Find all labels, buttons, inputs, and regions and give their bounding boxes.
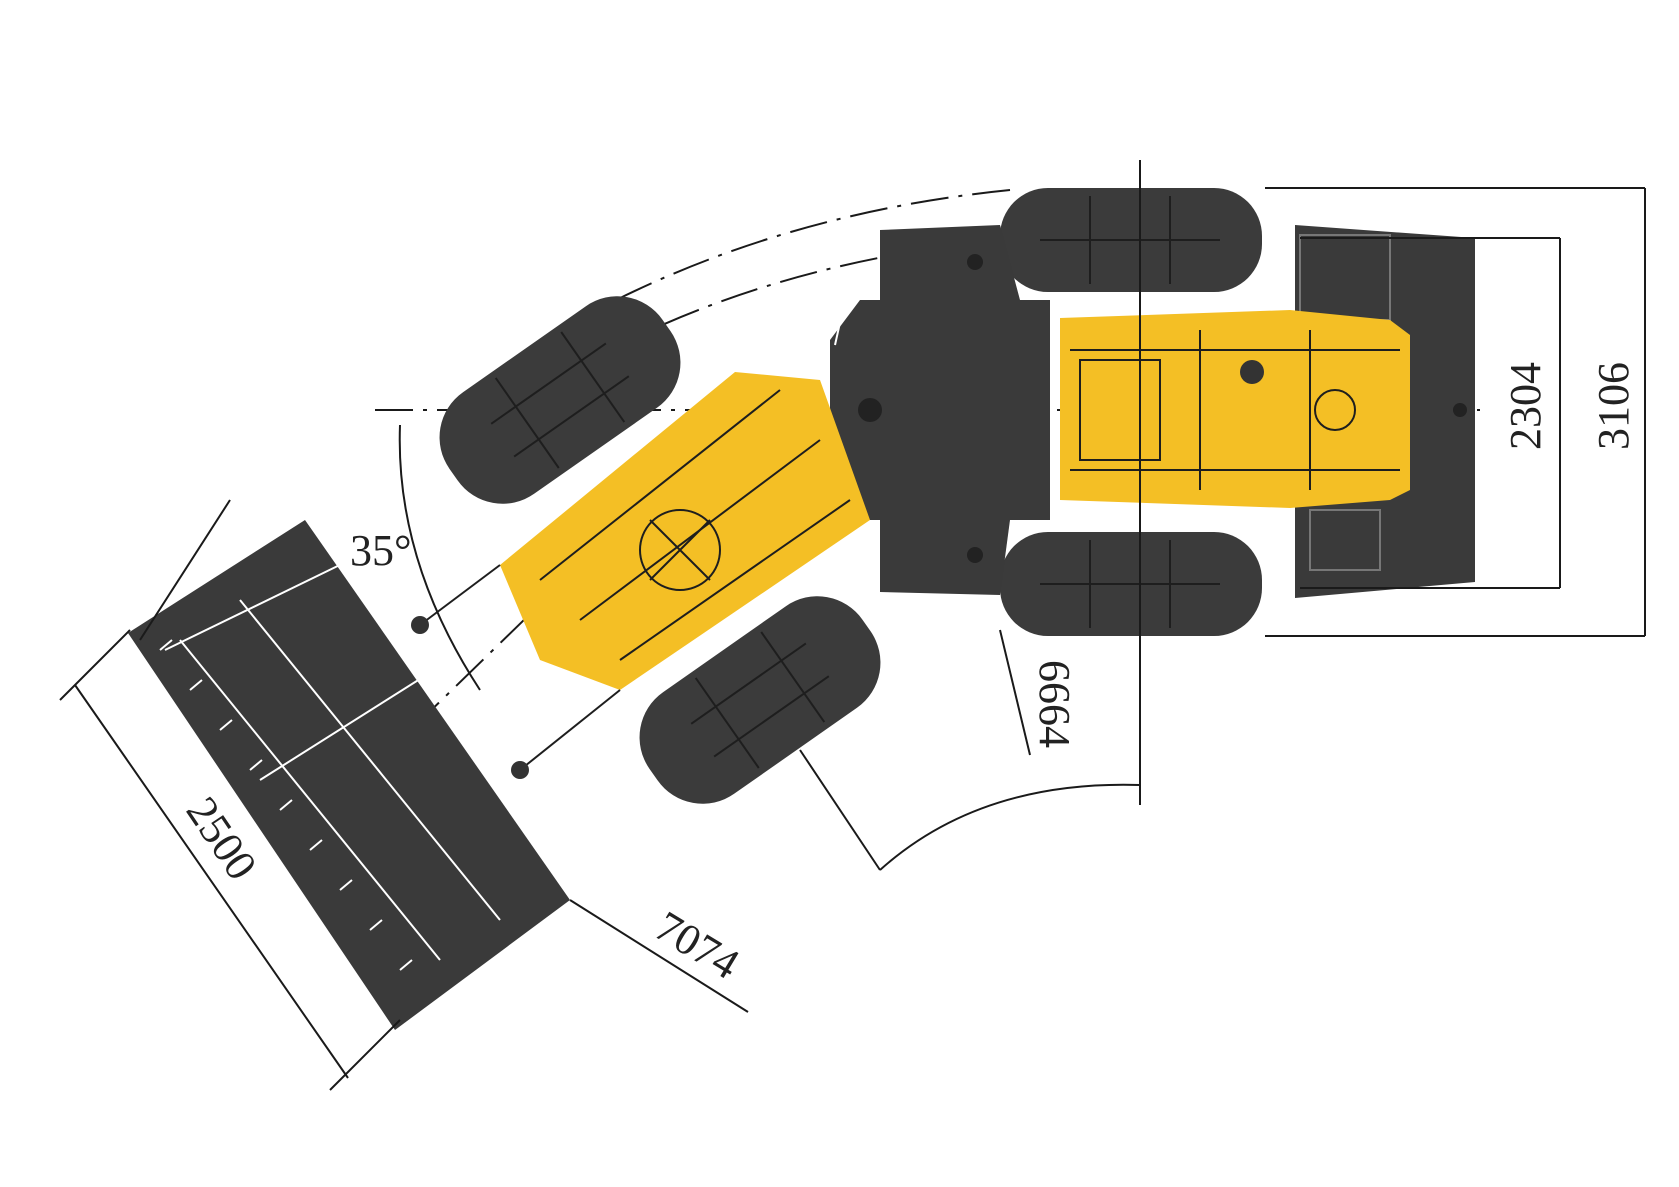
- rear-right-tire: [1000, 532, 1262, 636]
- rear-frame: [1060, 310, 1410, 508]
- front-right-tire: [639, 596, 881, 804]
- articulation-angle-label: 35°: [350, 526, 412, 575]
- dimension-lines: [59, 160, 1646, 1091]
- bucket-teeth: [159, 639, 413, 971]
- inner-turning-arc: [639, 239, 1001, 336]
- operator-cab: [830, 225, 1050, 595]
- lift-arms: [411, 564, 621, 779]
- front-left-tire: [439, 296, 681, 504]
- outer-radius-label: 7074: [647, 902, 748, 989]
- inner-radius-label: 6664: [1030, 660, 1079, 748]
- track-width-label: 2304: [1501, 362, 1550, 450]
- outer-turning-arc: [559, 189, 1011, 331]
- rear-left-tire: [1000, 188, 1262, 292]
- front-frame: [500, 372, 870, 690]
- overall-width-label: 3106: [1589, 362, 1638, 450]
- bucket: [128, 520, 570, 1030]
